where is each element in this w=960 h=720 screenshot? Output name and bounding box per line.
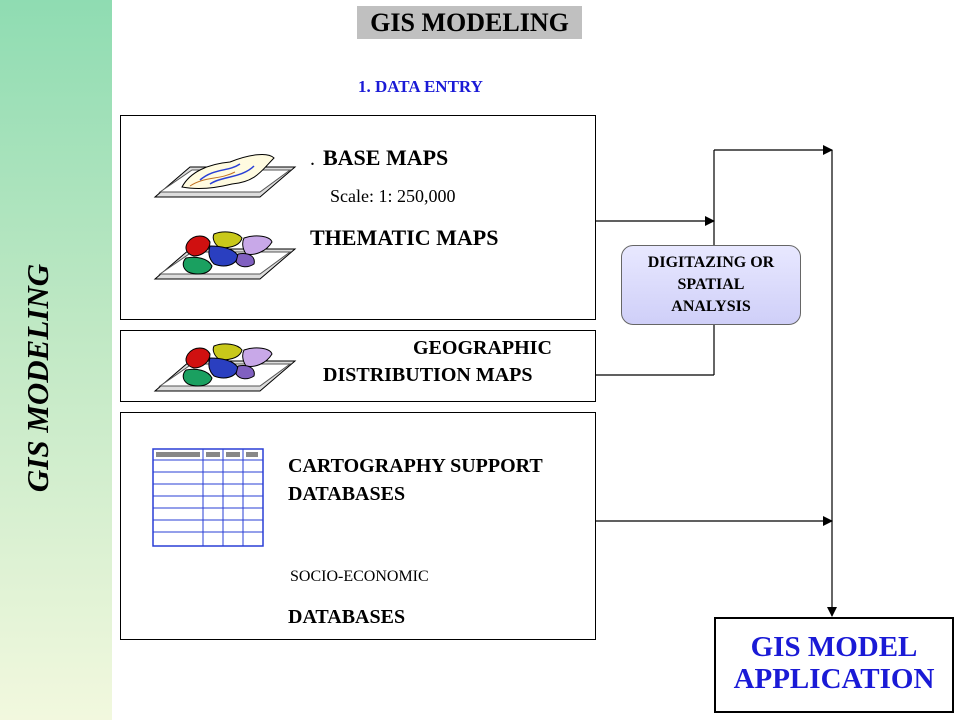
scale-label: Scale: 1: 250,000: [330, 186, 456, 206]
distribution-maps-label: DISTRIBUTION MAPS: [323, 364, 533, 386]
output-line2: APPLICATION: [733, 663, 935, 695]
section-subtitle: 1. DATA ENTRY: [358, 77, 483, 96]
database-table-icon: [152, 448, 264, 547]
databases-label: DATABASES: [288, 606, 406, 628]
cartography-support-label: CARTOGRAPHY SUPPORT: [288, 455, 543, 477]
output-box: GIS MODEL APPLICATION: [714, 617, 954, 713]
process-line1: DIGITAZING OR: [647, 254, 775, 271]
base-maps-label: BASE MAPS: [323, 145, 449, 170]
base-maps-bullet: .: [310, 148, 315, 170]
page-title: GIS MODELING: [357, 6, 582, 39]
cartography-databases-label: DATABASES: [288, 483, 406, 505]
base-map-icon: [153, 154, 297, 198]
process-box: DIGITAZING OR SPATIAL ANALYSIS: [621, 245, 801, 325]
sidebar: GIS MODELING: [0, 0, 112, 720]
process-line2: SPATIAL: [677, 276, 745, 293]
maps-box: [120, 115, 596, 320]
output-line1: GIS MODEL: [750, 631, 918, 663]
process-line3: ANALYSIS: [671, 298, 751, 315]
geographic-map-icon: [153, 343, 297, 392]
geographic-label: GEOGRAPHIC: [413, 337, 552, 359]
socio-economic-label: SOCIO-ECONOMIC: [290, 568, 429, 585]
thematic-map-icon: [153, 231, 297, 280]
thematic-maps-label: THEMATIC MAPS: [310, 225, 499, 250]
